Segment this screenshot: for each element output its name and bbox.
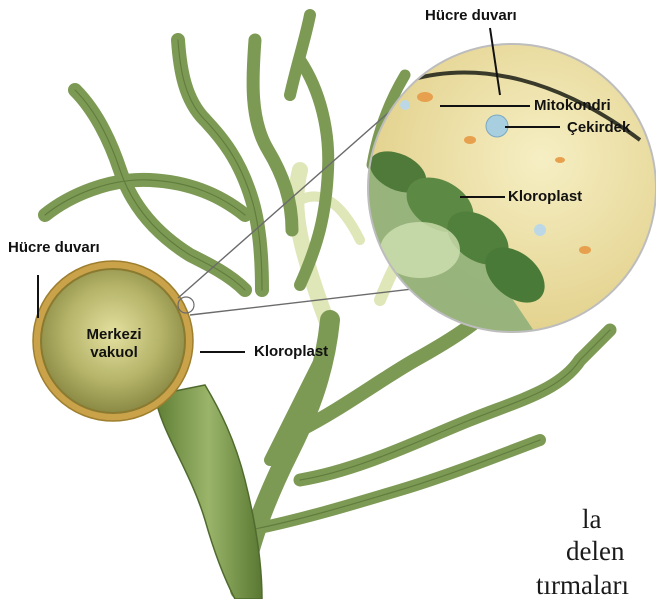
label-cell-wall-left: Hücre duvarı [8, 240, 100, 255]
cell-stalk [155, 385, 262, 599]
label-central-vacuole-line2: vakuol [90, 344, 138, 361]
label-nucleus: Çekirdek [567, 120, 630, 135]
label-central-vacuole: Merkezi vakuol [72, 326, 156, 362]
body-text-line-1: la [582, 506, 602, 533]
body-text-line-3: tırmaları [536, 572, 629, 599]
label-chloroplast-inset: Kloroplast [508, 189, 582, 204]
label-chloroplast-cell: Kloroplast [254, 344, 328, 359]
label-mitochondria: Mitokondri [534, 98, 611, 113]
label-central-vacuole-line1: Merkezi [86, 326, 141, 343]
body-text-line-2: delen [566, 538, 624, 565]
label-cell-wall-top: Hücre duvarı [425, 8, 517, 23]
